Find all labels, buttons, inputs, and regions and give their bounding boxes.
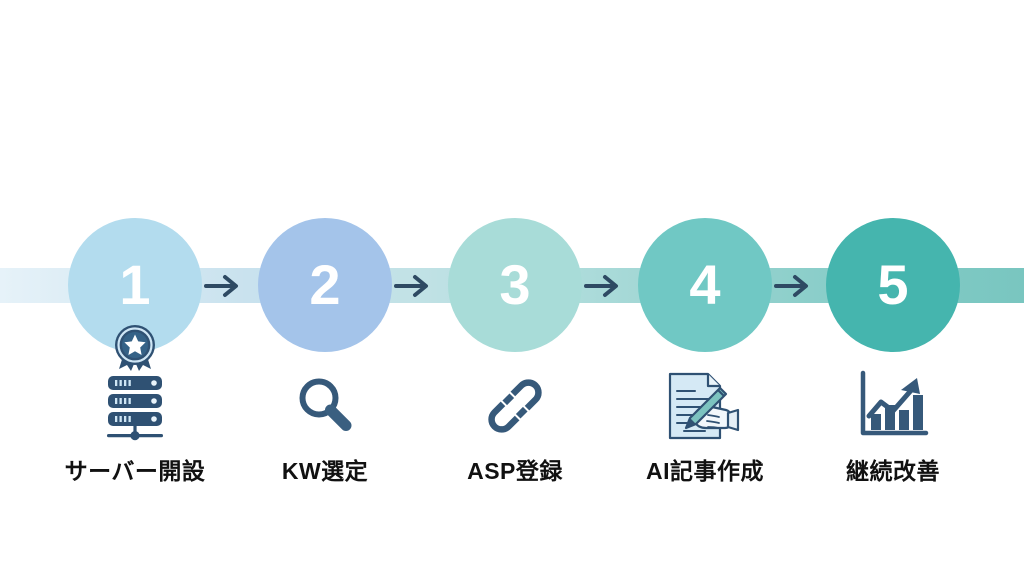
process-step-5[interactable]: 5 継続改善 <box>808 218 978 486</box>
award-badge-icon <box>106 319 164 382</box>
step-circle-3[interactable]: 3 <box>448 218 582 352</box>
flow-arrow-2-to-3 <box>393 272 433 300</box>
chain-link-icon <box>430 358 600 454</box>
growth-chart-icon <box>808 358 978 454</box>
server-with-award-icon <box>50 358 220 454</box>
flow-arrow-3-to-4 <box>583 272 623 300</box>
process-step-1[interactable]: 1 <box>50 218 220 486</box>
step-circle-2[interactable]: 2 <box>258 218 392 352</box>
step-label-1: サーバー開設 <box>64 458 206 484</box>
magnifier-icon <box>240 358 410 454</box>
step-number-1: 1 <box>119 253 151 316</box>
step-number-3: 3 <box>499 253 531 316</box>
step-label-4: AI記事作成 <box>646 458 764 484</box>
step-label-5: 継続改善 <box>846 458 940 484</box>
step-label-3: ASP登録 <box>467 458 563 484</box>
step-number-2: 2 <box>309 253 341 316</box>
step-number-4: 4 <box>689 253 721 316</box>
flow-arrow-4-to-5 <box>773 272 813 300</box>
process-step-4[interactable]: 4 <box>620 218 790 486</box>
document-hand-pen-icon <box>620 358 790 454</box>
step-circle-4[interactable]: 4 <box>638 218 772 352</box>
step-number-5: 5 <box>877 253 909 316</box>
step-label-2: KW選定 <box>281 458 369 484</box>
process-step-3[interactable]: 3 ASP登録 <box>430 218 600 486</box>
step-circle-5[interactable]: 5 <box>826 218 960 352</box>
flow-arrow-1-to-2 <box>203 272 243 300</box>
process-step-2[interactable]: 2 KW選定 <box>240 218 410 486</box>
